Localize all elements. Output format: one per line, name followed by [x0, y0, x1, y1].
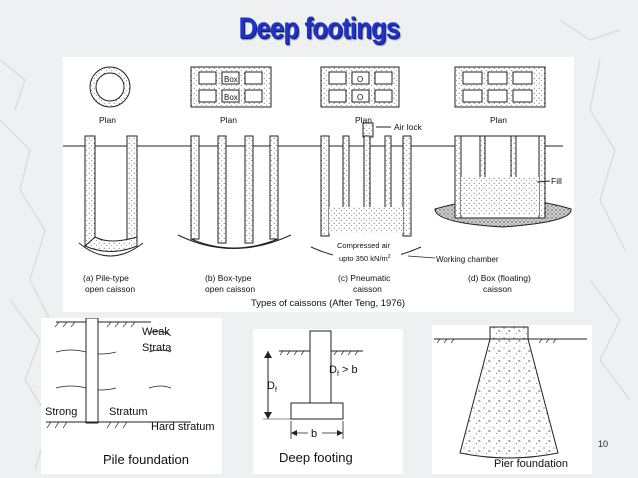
compressed-air-line2: upto 350 kN/m2 — [339, 254, 391, 263]
plan-label-d: Plan — [490, 115, 507, 125]
strong-label: Strong — [45, 406, 77, 418]
plan-a — [89, 66, 131, 108]
air-lock-label: Air lock — [394, 122, 423, 132]
stratum-label: Stratum — [109, 406, 148, 418]
caisson-d — [434, 135, 572, 228]
plan-label-a: Plan — [99, 115, 116, 125]
caption-b: (b) Box-type open caisson — [205, 273, 255, 294]
page-number: 10 — [598, 439, 609, 449]
plan-b — [190, 66, 272, 108]
plan-c — [320, 66, 400, 108]
fill-label: Fill — [551, 176, 562, 186]
compressed-air-line1: Compressed air — [337, 241, 390, 250]
plan-label-c: Plan — [355, 115, 372, 125]
caisson-c — [310, 122, 422, 260]
plan-label-b: Plan — [220, 115, 237, 125]
slide-title: Deep footings — [238, 12, 401, 45]
o-label-1: O — [357, 75, 363, 84]
o-label-2: O — [357, 93, 363, 102]
strata-label: Strata — [142, 342, 172, 354]
svg-text:(c) Pneumatic: (c) Pneumatic — [338, 273, 391, 283]
df-greater-b-label: Df > b — [329, 364, 358, 378]
pier-foundation-figure: Pier foundation — [432, 325, 592, 474]
caption-a: (a) Pile-type open caisson — [83, 273, 135, 294]
box-label-2: Box — [224, 93, 238, 102]
hard-stratum-label: Hard stratum — [151, 421, 215, 433]
svg-text:(d) Box (floating): (d) Box (floating) — [468, 273, 531, 283]
weak-label: Weak — [142, 326, 170, 338]
caisson-a — [78, 135, 144, 257]
df-label: Df — [267, 380, 277, 394]
svg-text:caisson: caisson — [483, 284, 512, 294]
b-label: b — [311, 428, 317, 440]
plan-d — [454, 66, 546, 108]
svg-text:caisson: caisson — [353, 284, 382, 294]
deep-footing-caption: Deep footing — [279, 450, 353, 465]
caption-c: (c) Pneumatic caisson — [338, 273, 391, 294]
svg-text:(a) Pile-type: (a) Pile-type — [83, 273, 129, 283]
caissons-figure: Box Box O O Plan Plan Plan Plan — [63, 57, 574, 312]
pier-caption: Pier foundation — [494, 458, 568, 470]
deep-footing-figure: Df Df > b b Deep footing — [253, 329, 403, 474]
working-chamber-label: Working chamber — [436, 255, 499, 264]
svg-text:open caisson: open caisson — [205, 284, 255, 294]
box-label-1: Box — [224, 75, 238, 84]
figure-caption: Types of caissons (After Teng, 1976) — [251, 298, 405, 309]
pile-caption: Pile foundation — [103, 452, 189, 467]
svg-text:open caisson: open caisson — [85, 284, 135, 294]
pile-foundation-figure: Weak Strata Strong Stratum Hard stratum … — [41, 318, 222, 474]
caisson-b — [177, 135, 292, 249]
svg-text:(b) Box-type: (b) Box-type — [205, 273, 252, 283]
caption-d: (d) Box (floating) caisson — [468, 273, 531, 294]
